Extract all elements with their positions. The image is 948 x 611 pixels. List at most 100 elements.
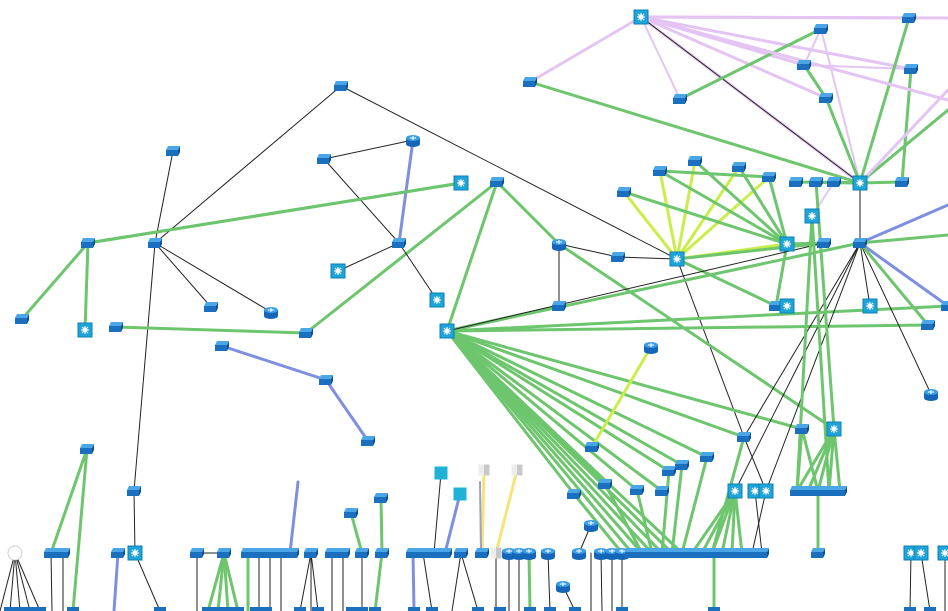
- switch-icon[interactable]: [700, 452, 714, 462]
- switch-icon[interactable]: [294, 607, 306, 611]
- hub-icon[interactable]: [862, 298, 878, 314]
- switch-icon[interactable]: [655, 486, 669, 496]
- teal-box-icon[interactable]: [453, 487, 467, 501]
- switch-icon[interactable]: [797, 60, 811, 70]
- switch-icon[interactable]: [662, 466, 676, 476]
- switch-icon[interactable]: [212, 607, 224, 611]
- switch-icon[interactable]: [56, 548, 70, 558]
- switch-icon[interactable]: [361, 436, 375, 446]
- switch-icon[interactable]: [902, 13, 916, 23]
- switch-icon[interactable]: [630, 485, 644, 495]
- switch-icon[interactable]: [921, 320, 935, 330]
- switch-icon[interactable]: [408, 607, 420, 611]
- switch-icon[interactable]: [789, 177, 803, 187]
- switch-icon[interactable]: [355, 548, 369, 558]
- switch-icon[interactable]: [317, 154, 331, 164]
- hub-icon[interactable]: [669, 251, 685, 267]
- switch-icon[interactable]: [904, 607, 916, 611]
- switch-icon[interactable]: [260, 607, 272, 611]
- switch-icon[interactable]: [544, 607, 556, 611]
- switch-icon[interactable]: [809, 177, 823, 187]
- switch-icon[interactable]: [616, 607, 628, 611]
- switch-icon[interactable]: [822, 486, 836, 496]
- switch-icon[interactable]: [80, 444, 94, 454]
- switch-icon[interactable]: [941, 301, 948, 311]
- switch-icon[interactable]: [190, 548, 204, 558]
- switch-icon[interactable]: [904, 64, 918, 74]
- router-icon[interactable]: [594, 548, 608, 560]
- switch-icon[interactable]: [732, 162, 746, 172]
- switch-icon[interactable]: [708, 607, 720, 611]
- switch-icon[interactable]: [567, 489, 581, 499]
- hub-icon[interactable]: [453, 175, 469, 191]
- router-icon[interactable]: [552, 239, 566, 251]
- switch-icon[interactable]: [817, 238, 831, 248]
- router-icon[interactable]: [556, 581, 570, 593]
- switch-icon[interactable]: [299, 328, 313, 338]
- switch-icon[interactable]: [111, 548, 125, 558]
- switch-icon[interactable]: [4, 607, 16, 611]
- router-icon[interactable]: [264, 307, 278, 319]
- hub-icon[interactable]: [727, 483, 743, 499]
- hub-icon[interactable]: [779, 236, 795, 252]
- hub-icon[interactable]: [633, 9, 649, 25]
- switch-icon[interactable]: [673, 94, 687, 104]
- empty-circle-icon[interactable]: [7, 545, 23, 561]
- switch-icon[interactable]: [653, 166, 667, 176]
- router-icon[interactable]: [541, 548, 555, 560]
- switch-icon[interactable]: [127, 486, 141, 496]
- switch-icon[interactable]: [346, 607, 358, 611]
- gray-box-icon[interactable]: [478, 464, 490, 476]
- switch-icon[interactable]: [438, 548, 452, 558]
- switch-icon[interactable]: [790, 486, 804, 496]
- switch-icon[interactable]: [585, 442, 599, 452]
- switch-icon[interactable]: [795, 424, 809, 434]
- switch-icon[interactable]: [524, 607, 536, 611]
- switch-icon[interactable]: [356, 607, 368, 611]
- switch-icon[interactable]: [344, 508, 358, 518]
- hub-icon[interactable]: [779, 298, 795, 314]
- switch-icon[interactable]: [552, 301, 566, 311]
- router-icon[interactable]: [584, 520, 598, 532]
- switch-icon[interactable]: [617, 187, 631, 197]
- switch-icon[interactable]: [814, 24, 828, 34]
- hub-icon[interactable]: [804, 208, 820, 224]
- teal-box-icon[interactable]: [434, 466, 448, 480]
- router-icon[interactable]: [406, 135, 420, 147]
- switch-icon[interactable]: [215, 341, 229, 351]
- switch-icon[interactable]: [688, 156, 702, 166]
- switch-icon[interactable]: [334, 81, 348, 91]
- switch-icon[interactable]: [217, 548, 231, 558]
- switch-icon[interactable]: [392, 238, 406, 248]
- gray-box-icon[interactable]: [511, 464, 523, 476]
- switch-icon[interactable]: [250, 607, 262, 611]
- switch-icon[interactable]: [598, 479, 612, 489]
- switch-icon[interactable]: [811, 548, 825, 558]
- router-icon[interactable]: [572, 548, 586, 560]
- switch-icon[interactable]: [67, 607, 79, 611]
- hub-icon[interactable]: [937, 545, 948, 561]
- switch-icon[interactable]: [285, 548, 299, 558]
- switch-icon[interactable]: [762, 172, 776, 182]
- switch-icon[interactable]: [109, 322, 123, 332]
- switch-icon[interactable]: [853, 238, 867, 248]
- switch-icon[interactable]: [827, 177, 841, 187]
- switch-icon[interactable]: [490, 177, 504, 187]
- switch-icon[interactable]: [222, 607, 234, 611]
- switch-icon[interactable]: [202, 607, 214, 611]
- hub-icon[interactable]: [826, 421, 842, 437]
- switch-icon[interactable]: [154, 607, 166, 611]
- switch-icon[interactable]: [675, 460, 689, 470]
- hub-icon[interactable]: [330, 263, 346, 279]
- switch-icon[interactable]: [24, 607, 36, 611]
- switch-icon[interactable]: [895, 177, 909, 187]
- switch-icon[interactable]: [375, 548, 389, 558]
- switch-icon[interactable]: [454, 548, 468, 558]
- switch-icon[interactable]: [737, 432, 751, 442]
- gray-box-icon[interactable]: [490, 547, 502, 559]
- router-icon[interactable]: [924, 389, 938, 401]
- switch-icon[interactable]: [312, 607, 324, 611]
- switch-icon[interactable]: [204, 302, 218, 312]
- switch-icon[interactable]: [472, 607, 484, 611]
- hub-icon[interactable]: [439, 323, 455, 339]
